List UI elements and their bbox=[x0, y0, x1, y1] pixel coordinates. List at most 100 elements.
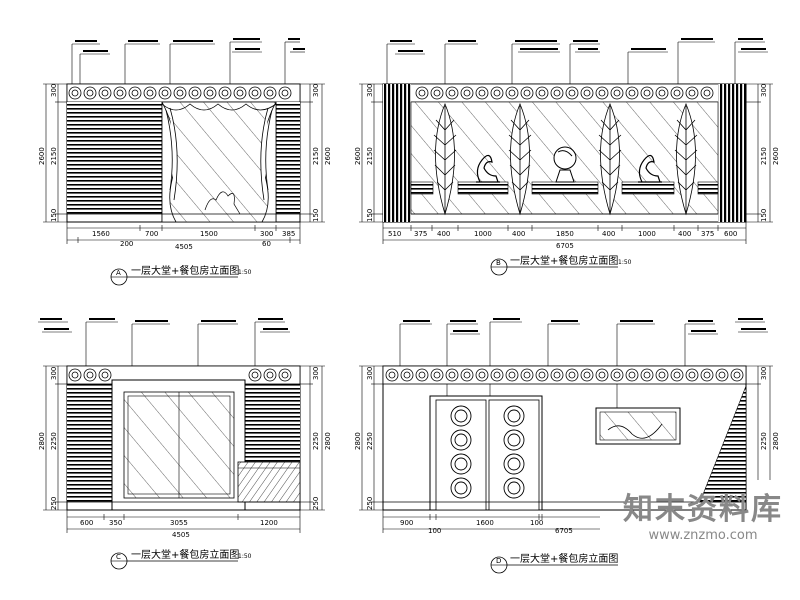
dim-label: 150 bbox=[366, 209, 374, 222]
leader-text-b bbox=[390, 38, 766, 52]
striped-wall-panel bbox=[699, 385, 747, 503]
dim-label: 2250 bbox=[760, 432, 768, 450]
dim-label: 2800 bbox=[772, 432, 780, 450]
door-leaf-left bbox=[435, 399, 487, 511]
dim-label: 250 bbox=[312, 497, 320, 510]
elevation-title: 一层大堂+餐包房立面图 bbox=[131, 548, 239, 561]
dim-label: 150 bbox=[312, 209, 320, 222]
elevation-tag: A bbox=[116, 269, 121, 277]
elevation-title: 一层大堂+餐包房立面图 bbox=[510, 552, 618, 565]
display-shelf bbox=[457, 181, 509, 195]
elevation-tag: C bbox=[116, 553, 121, 561]
dim-label: 1000 bbox=[474, 230, 492, 238]
dims-right-c bbox=[300, 365, 325, 511]
dim-label: 300 bbox=[760, 367, 768, 380]
title-block-c: C 一层大堂+餐包房立面图 1:50 bbox=[110, 548, 252, 570]
dim-label: 2600 bbox=[354, 147, 362, 165]
display-shelf bbox=[697, 181, 719, 195]
dim-label: 300 bbox=[50, 367, 58, 380]
window-opening bbox=[161, 101, 277, 223]
dim-label: 2800 bbox=[354, 432, 362, 450]
dim-label: 4505 bbox=[175, 243, 193, 251]
dim-label: 2150 bbox=[312, 147, 320, 165]
dims-bottom-a bbox=[66, 222, 301, 244]
dim-label: 150 bbox=[50, 209, 58, 222]
dims-right-b bbox=[746, 83, 773, 223]
title-block-a: A 一层大堂+餐包房立面图 1:50 bbox=[110, 264, 252, 286]
elevation-tag: B bbox=[496, 259, 501, 267]
dim-label: 1200 bbox=[260, 519, 278, 527]
display-shelf bbox=[531, 181, 599, 195]
dim-label: 400 bbox=[678, 230, 691, 238]
striped-wall-panel bbox=[276, 102, 300, 214]
dims-left-b bbox=[359, 83, 383, 223]
dim-label: 600 bbox=[724, 230, 737, 238]
dims-bottom-d bbox=[382, 510, 600, 533]
dims-bottom-b bbox=[382, 222, 747, 244]
striped-wall-panel bbox=[383, 84, 411, 222]
leader-text-d bbox=[403, 318, 766, 332]
watermark-brand: 知末资料库 bbox=[623, 492, 783, 527]
leader-tags-d bbox=[399, 321, 768, 410]
dim-label: 375 bbox=[701, 230, 714, 238]
ring-ornaments bbox=[450, 405, 525, 499]
leader-text-c bbox=[40, 318, 288, 330]
elevation-tag: D bbox=[496, 557, 501, 565]
dims-bottom-c bbox=[66, 510, 301, 533]
dim-label: 385 bbox=[282, 230, 295, 238]
dim-label: 2250 bbox=[366, 432, 374, 450]
dim-label: 300 bbox=[312, 84, 320, 97]
dim-label: 2250 bbox=[312, 432, 320, 450]
elevation-scale: 1:50 bbox=[618, 259, 632, 266]
dim-label: 60 bbox=[262, 240, 271, 248]
horse-ornament bbox=[638, 154, 662, 183]
dim-label: 2600 bbox=[38, 147, 46, 165]
display-shelf bbox=[410, 181, 434, 195]
dim-label: 375 bbox=[414, 230, 427, 238]
dim-label: 300 bbox=[260, 230, 273, 238]
dims-left-a bbox=[43, 83, 67, 223]
curtain-left bbox=[161, 101, 178, 223]
dim-label: 900 bbox=[400, 519, 413, 527]
dim-label: 6705 bbox=[556, 242, 574, 250]
sideboard bbox=[237, 461, 301, 503]
elevation-b: 300 2150 150 2600 300 2150 150 2600 510 … bbox=[354, 38, 780, 276]
striped-wall-panel bbox=[245, 384, 300, 462]
dim-label: 6705 bbox=[555, 527, 573, 535]
dim-label: 4505 bbox=[172, 531, 190, 539]
title-block-b: B 一层大堂+餐包房立面图 1:50 bbox=[490, 254, 632, 276]
leaf-column bbox=[508, 102, 532, 216]
dim-label: 2800 bbox=[324, 432, 332, 450]
dim-label: 100 bbox=[530, 519, 543, 527]
dims-left-c bbox=[43, 365, 67, 511]
dim-label: 3055 bbox=[170, 519, 188, 527]
horse-ornament bbox=[476, 154, 500, 183]
title-block-d: D 一层大堂+餐包房立面图 bbox=[490, 552, 618, 574]
dims-right-d bbox=[746, 365, 773, 480]
dims-left-d bbox=[359, 365, 383, 511]
dim-label: 2600 bbox=[772, 147, 780, 165]
elevation-a: 300 2150 150 2600 300 2150 150 2600 1560… bbox=[38, 38, 332, 286]
dim-label: 400 bbox=[437, 230, 450, 238]
dim-label: 1560 bbox=[92, 230, 110, 238]
dim-label: 300 bbox=[760, 84, 768, 97]
display-shelf bbox=[621, 181, 675, 195]
curtain-right bbox=[260, 101, 277, 223]
dim-label: 250 bbox=[50, 497, 58, 510]
dims-right-a bbox=[300, 83, 325, 223]
dim-label: 1500 bbox=[200, 230, 218, 238]
dim-label: 2600 bbox=[324, 147, 332, 165]
dim-label: 2150 bbox=[366, 147, 374, 165]
leaf-column bbox=[433, 102, 457, 216]
dim-label: 300 bbox=[312, 367, 320, 380]
dim-label: 600 bbox=[80, 519, 93, 527]
dim-label: 1600 bbox=[476, 519, 494, 527]
valance bbox=[161, 103, 277, 111]
watermark: 知末资料库 www.znzmo.com bbox=[608, 492, 798, 554]
dim-label: 510 bbox=[388, 230, 401, 238]
dim-label: 200 bbox=[120, 240, 133, 248]
elevation-d: 300 2250 250 2800 300 2250 2800 900 100 … bbox=[354, 318, 780, 574]
dim-label: 400 bbox=[512, 230, 525, 238]
scroll-band-c bbox=[68, 368, 292, 382]
dim-label: 1000 bbox=[638, 230, 656, 238]
